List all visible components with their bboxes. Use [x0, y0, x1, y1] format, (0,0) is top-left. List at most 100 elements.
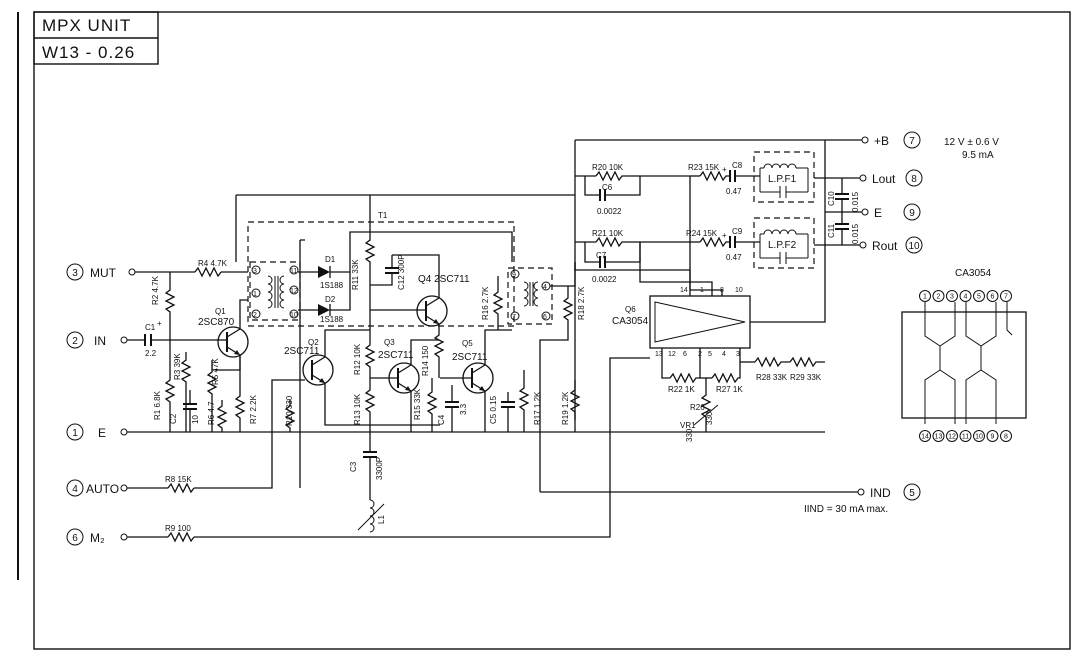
svg-text:Q4 2SC711: Q4 2SC711: [418, 274, 470, 285]
c5-capacitor: C5 0.15: [489, 392, 515, 432]
port-plus-b: +B 7: [861, 131, 921, 149]
c7-capacitor: C7 0.0022: [592, 251, 617, 284]
svg-text:C3: C3: [349, 461, 358, 472]
pinout-pin: [959, 430, 972, 442]
pinout-pin-number: 6: [991, 294, 995, 301]
svg-text:Q6: Q6: [625, 305, 636, 314]
svg-text:7: 7: [512, 314, 516, 321]
svg-text:0.015: 0.015: [851, 223, 860, 244]
svg-text:Rout: Rout: [872, 239, 898, 253]
r21-label: R21 10K: [592, 229, 624, 238]
r1-label: R1 6.8K: [153, 390, 162, 420]
svg-text:0.47: 0.47: [726, 253, 742, 262]
r15-label: R15 33K: [413, 388, 422, 420]
svg-text:C7: C7: [596, 251, 607, 260]
svg-text:1S188: 1S188: [320, 281, 344, 290]
pinout-pin-number: 11: [962, 434, 969, 441]
svg-text:2SC711: 2SC711: [378, 350, 414, 361]
vr1-value: 330: [685, 428, 694, 442]
pinout-title: CA3054: [955, 268, 992, 279]
q2-transistor: Q2 2SC711: [284, 338, 334, 386]
c11-capacitor: C11 0.015: [827, 212, 860, 245]
port-in: 2 IN: [66, 331, 128, 349]
svg-text:E: E: [98, 426, 106, 440]
title-block: MPX UNIT W13 - 0.26: [33, 11, 159, 65]
pinout-pin: [946, 430, 958, 442]
port-m2: 6 M₂: [66, 528, 128, 546]
svg-text:8: 8: [911, 174, 917, 185]
lpf1-filter: L.P.F1: [759, 163, 809, 198]
svg-text:9: 9: [909, 208, 915, 219]
lpf2-box: [753, 217, 815, 269]
svg-text:L.P.F1: L.P.F1: [768, 174, 797, 185]
pinout-pin-number: 2: [937, 294, 941, 301]
svg-text:C12 300P: C12 300P: [397, 254, 406, 290]
svg-text:AUTO: AUTO: [86, 482, 119, 496]
ind-note: IIND = 30 mA max.: [804, 504, 888, 515]
svg-text:8: 8: [720, 287, 724, 294]
svg-text:CA3054: CA3054: [612, 316, 649, 327]
r28-label: R28 33K: [756, 373, 788, 382]
r8-label: R8 15K: [165, 475, 192, 484]
r16-label: R16 2.7K: [481, 286, 490, 320]
pinout-pin: [919, 430, 931, 442]
svg-text:C2: C2: [169, 413, 178, 424]
title-line2: W13 - 0.26: [42, 43, 135, 62]
r9-label: R9 100: [165, 524, 191, 533]
port-mut: 3 MUT: [66, 263, 136, 281]
svg-text:12: 12: [290, 288, 298, 295]
svg-text:Q3: Q3: [384, 338, 395, 347]
svg-text:C4: C4: [437, 414, 446, 425]
svg-text:C10: C10: [827, 191, 836, 206]
title-line1: MPX UNIT: [42, 16, 131, 35]
c9-capacitor: C9 0.47 +: [722, 227, 743, 262]
r29-label: R29 33K: [790, 373, 822, 382]
svg-text:10: 10: [735, 287, 743, 294]
pinout-pin: [946, 290, 958, 302]
svg-text:3300P: 3300P: [375, 457, 384, 480]
svg-text:1S188: 1S188: [320, 315, 344, 324]
r20-label: R20 10K: [592, 163, 624, 172]
svg-text:3.3: 3.3: [459, 403, 468, 415]
svg-text:Q2: Q2: [308, 338, 319, 347]
pinout-pin: [986, 430, 999, 442]
r10-label: R10 330: [285, 395, 294, 426]
svg-text:3: 3: [253, 268, 257, 275]
supply-note-line2: 9.5 mA: [962, 150, 994, 161]
svg-text:2: 2: [253, 312, 257, 319]
r12-label: R12 10K: [353, 343, 362, 375]
svg-text:12: 12: [668, 351, 676, 358]
q1-transistor: Q1 2SC870: [198, 307, 249, 358]
r13-label: R13 10K: [353, 393, 362, 425]
q4-transistor: Q4 2SC711: [416, 274, 470, 327]
svg-text:M₂: M₂: [90, 531, 105, 545]
pinout-pin-number: 12: [948, 434, 956, 441]
svg-text:3: 3: [736, 351, 740, 358]
r14-label: R14 150: [421, 345, 430, 376]
svg-text:4: 4: [72, 484, 78, 495]
r17-label: R17 1.2K: [533, 391, 542, 425]
port-auto: 4 AUTO: [66, 479, 128, 497]
pinout-pin-number: 13: [935, 434, 943, 441]
t1-coils: 3 1 2 11 12 10: [251, 265, 299, 319]
q6-ic: Q6 CA3054 14 1 8 10 13 12 6 2 5 4 3: [612, 287, 751, 358]
supply-note-line1: 12 V ± 0.6 V: [944, 137, 999, 148]
svg-text:IND: IND: [870, 486, 891, 500]
r4-label: R4 4.7K: [198, 259, 228, 268]
r23-label: R23 15K: [688, 163, 720, 172]
lpf1-box: [753, 151, 815, 203]
pinout-pin-number: 14: [921, 434, 929, 441]
t1-transformer-outline: [247, 221, 515, 327]
svg-text:1: 1: [72, 428, 78, 439]
pinout-pin: [932, 430, 945, 442]
svg-text:10: 10: [191, 415, 200, 424]
svg-text:1: 1: [700, 287, 704, 294]
pinout-pin: [973, 430, 985, 442]
svg-text:D2: D2: [325, 295, 336, 304]
pinout-pin-number: 8: [1004, 434, 1008, 441]
r3-label: R3 39K: [173, 353, 182, 380]
svg-text:2SC711: 2SC711: [284, 346, 320, 357]
pinout-pin-number: 3: [950, 294, 954, 301]
svg-text:1: 1: [253, 291, 257, 298]
svg-text:2.2: 2.2: [145, 349, 157, 358]
